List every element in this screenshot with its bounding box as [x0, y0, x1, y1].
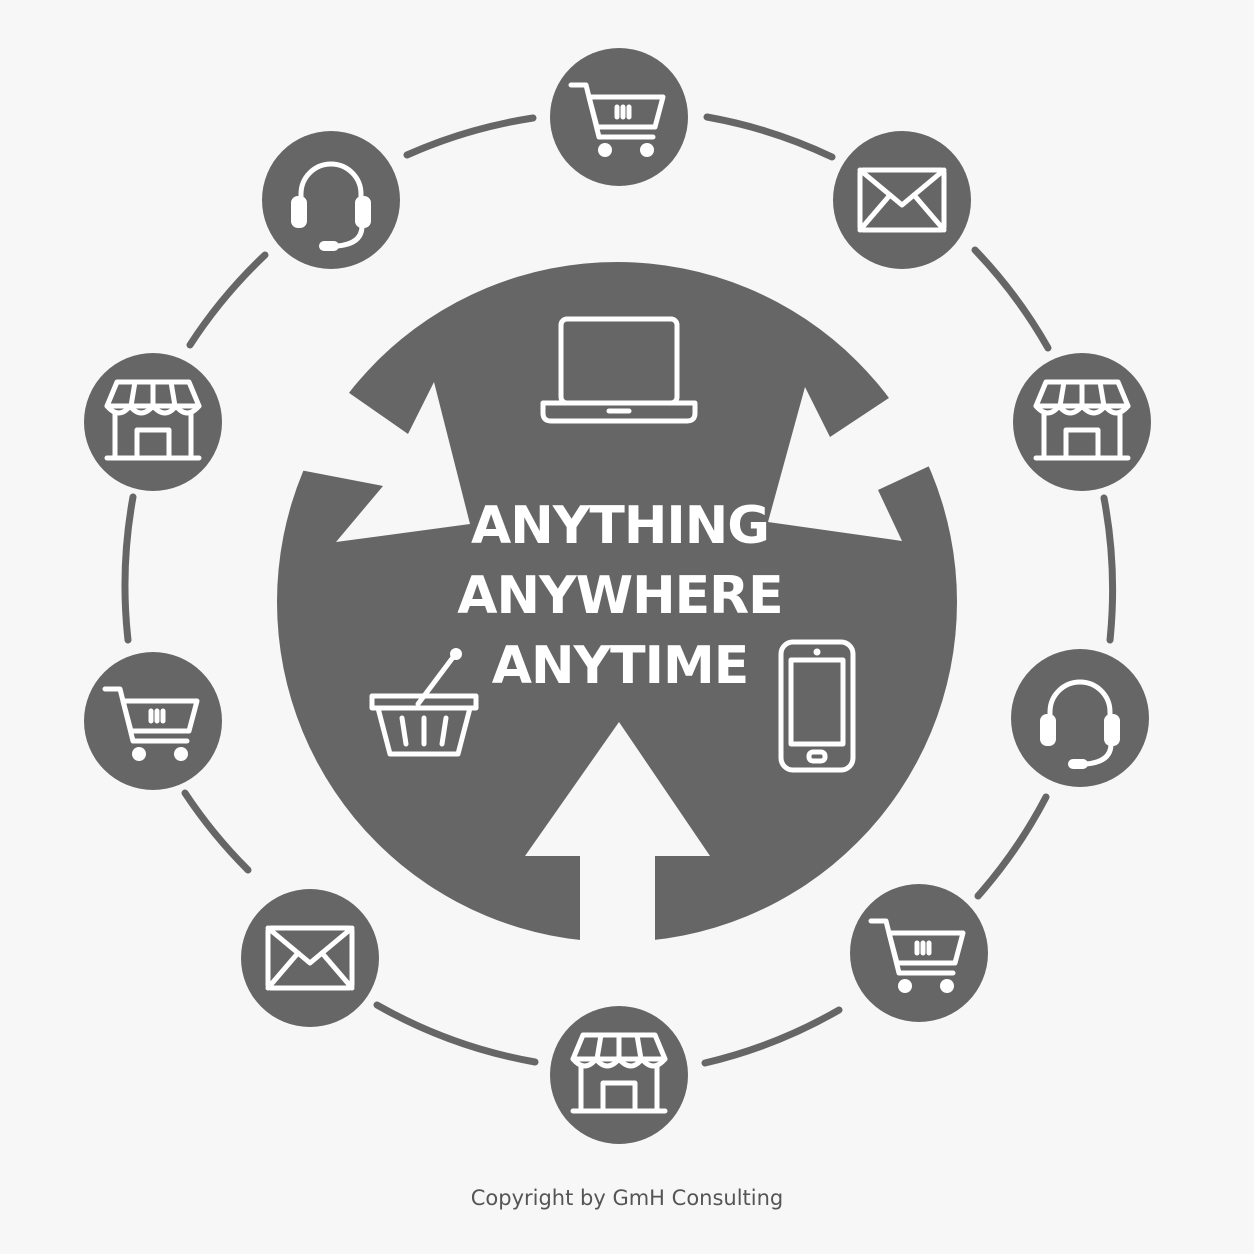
center-circle: [277, 262, 957, 942]
ring-node-left-upper: [84, 353, 222, 491]
arrow-bottom-up: [525, 722, 710, 960]
outer-ring: [121, 113, 1117, 1067]
ring-node-right-lower: [1011, 649, 1149, 787]
tagline-line-2: ANYWHERE: [457, 566, 782, 626]
arrow-top-left: [300, 374, 470, 542]
ring-node-right-upper: [1013, 353, 1151, 491]
tagline-line-1: ANYTHING: [471, 496, 769, 556]
ring-node-bottom: [550, 1006, 688, 1144]
ring-node-top: [550, 48, 688, 186]
ring-node-top-right: [833, 131, 971, 269]
ring-node-bottom-left: [241, 889, 379, 1027]
ring-node-bottom-right: [850, 884, 988, 1022]
copyright-text: Copyright by GmH Consulting: [470, 1186, 784, 1210]
ring-node-top-left: [262, 131, 400, 269]
ring-node-left-lower: [84, 652, 222, 790]
tagline-line-3: ANYTIME: [492, 636, 749, 696]
arrow-top-right: [768, 380, 938, 541]
